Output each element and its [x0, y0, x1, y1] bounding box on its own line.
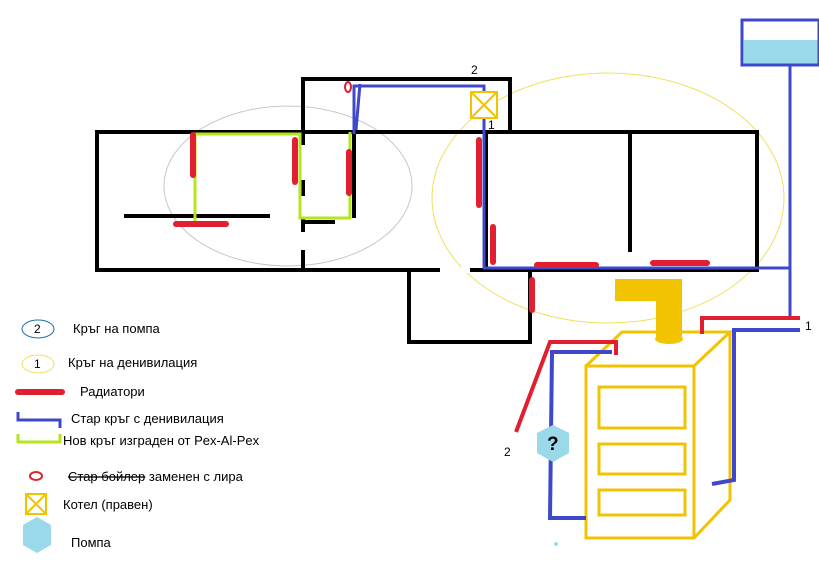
legend-old-boiler-struck: Стар бойлер	[68, 469, 145, 484]
pump-zone-ellipse	[163, 105, 413, 267]
boiler-plan-icon	[470, 91, 498, 119]
legend-boiler-text: Котел (правен)	[63, 497, 153, 512]
legend-old-circuit-symbol	[16, 412, 62, 428]
legend-gravity-circuit-number: 1	[34, 357, 41, 371]
chimney	[615, 279, 683, 344]
gravity-zone-ellipse	[431, 72, 785, 324]
legend-gravity-circuit-text: Кръг на денивилация	[68, 355, 197, 370]
unknown-pump-label: ?	[547, 434, 559, 455]
boiler-3d	[584, 330, 734, 540]
legend: 2 Кръг на помпа 1 Кръг на денивилация Ра…	[15, 319, 260, 553]
outlet-label-2: 2	[504, 445, 511, 459]
legend-old-circuit-text: Стар кръг с денивилация	[71, 411, 224, 426]
legend-pump-symbol	[23, 517, 51, 553]
legend-radiators-text: Радиатори	[80, 384, 145, 399]
boiler-label-1: 1	[488, 118, 495, 132]
legend-pump-circuit-text: Кръг на помпа	[73, 321, 161, 336]
boiler-pipes-red	[514, 316, 800, 433]
legend-gravity-circuit-symbol	[21, 354, 55, 374]
legend-old-boiler-text: Стар бойлер заменен с лира	[68, 469, 244, 484]
legend-old-boiler-symbol	[29, 471, 43, 481]
legend-pump-circuit-number: 2	[34, 322, 41, 336]
outlet-label-1: 1	[805, 319, 812, 333]
expansion-tank	[740, 18, 819, 67]
legend-boiler-symbol	[25, 493, 47, 515]
legend-pump-text: Помпа	[71, 535, 112, 550]
legend-new-circuit-text: Нов кръг изграден от Pex-Al-Pex	[63, 433, 260, 448]
boiler-label-2: 2	[471, 63, 478, 77]
unknown-pump-icon	[537, 425, 569, 462]
radiators-group	[173, 132, 710, 313]
drip-dot	[554, 542, 558, 546]
new-circuit-lines	[193, 132, 352, 222]
floor-plan-walls	[95, 77, 759, 344]
legend-old-boiler-rest: заменен с лира	[145, 469, 243, 484]
old-boiler-ring	[344, 81, 352, 93]
legend-new-circuit-symbol	[16, 434, 62, 444]
legend-pump-circuit-symbol	[21, 319, 55, 339]
